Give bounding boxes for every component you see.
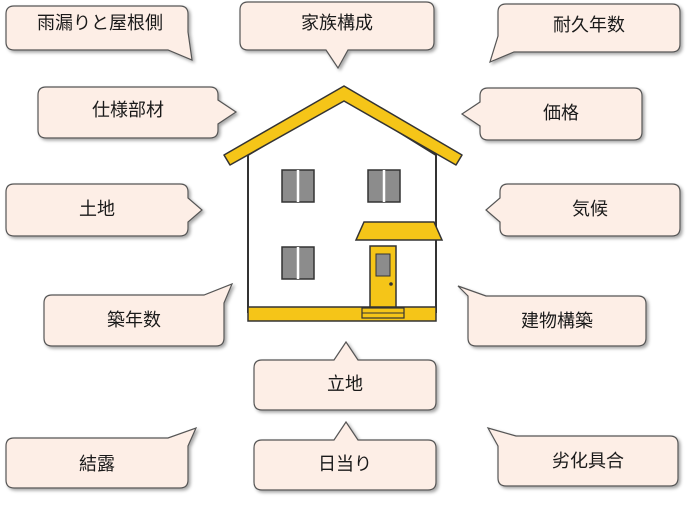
label-sunlight: 日当り: [318, 454, 372, 475]
bubble-land: [5, 183, 203, 237]
door-knob: [389, 282, 393, 286]
label-location: 立地: [327, 374, 363, 395]
bubble-specs: [37, 86, 238, 139]
label-condensation: 結露: [79, 454, 115, 475]
label-structure: 建物構築: [521, 311, 593, 332]
label-durability: 耐久年数: [553, 15, 625, 36]
label-price: 価格: [543, 103, 579, 124]
label-climate: 気候: [572, 199, 608, 220]
window-bottom-left: [281, 246, 315, 280]
label-family: 家族構成: [301, 13, 373, 34]
bubble-building-age: [43, 282, 234, 347]
window-top-right: [367, 169, 401, 203]
door-window: [375, 253, 391, 277]
house-roof: [223, 85, 463, 166]
bubble-price: [460, 87, 643, 141]
bubble-family: [239, 1, 435, 70]
bubble-condensation: [5, 426, 198, 489]
label-specs: 仕様部材: [92, 100, 164, 121]
bubble-sunlight: [253, 420, 437, 491]
label-deterioration: 劣化具合: [552, 451, 624, 472]
house-illustration: [223, 85, 463, 322]
bubble-location: [253, 340, 437, 411]
bubble-structure: [457, 285, 647, 347]
label-building-age: 築年数: [107, 310, 161, 331]
bubble-deterioration: [486, 427, 679, 487]
window-top-left: [281, 169, 315, 203]
bubble-durability: [489, 3, 681, 64]
label-land: 土地: [79, 199, 115, 220]
label-rain-leak: 雨漏りと屋根側: [37, 13, 163, 34]
bubble-climate: [485, 183, 681, 237]
house-foundation: [247, 306, 437, 322]
bubble-rain-leak: [5, 5, 193, 61]
door-canopy: [354, 221, 444, 241]
